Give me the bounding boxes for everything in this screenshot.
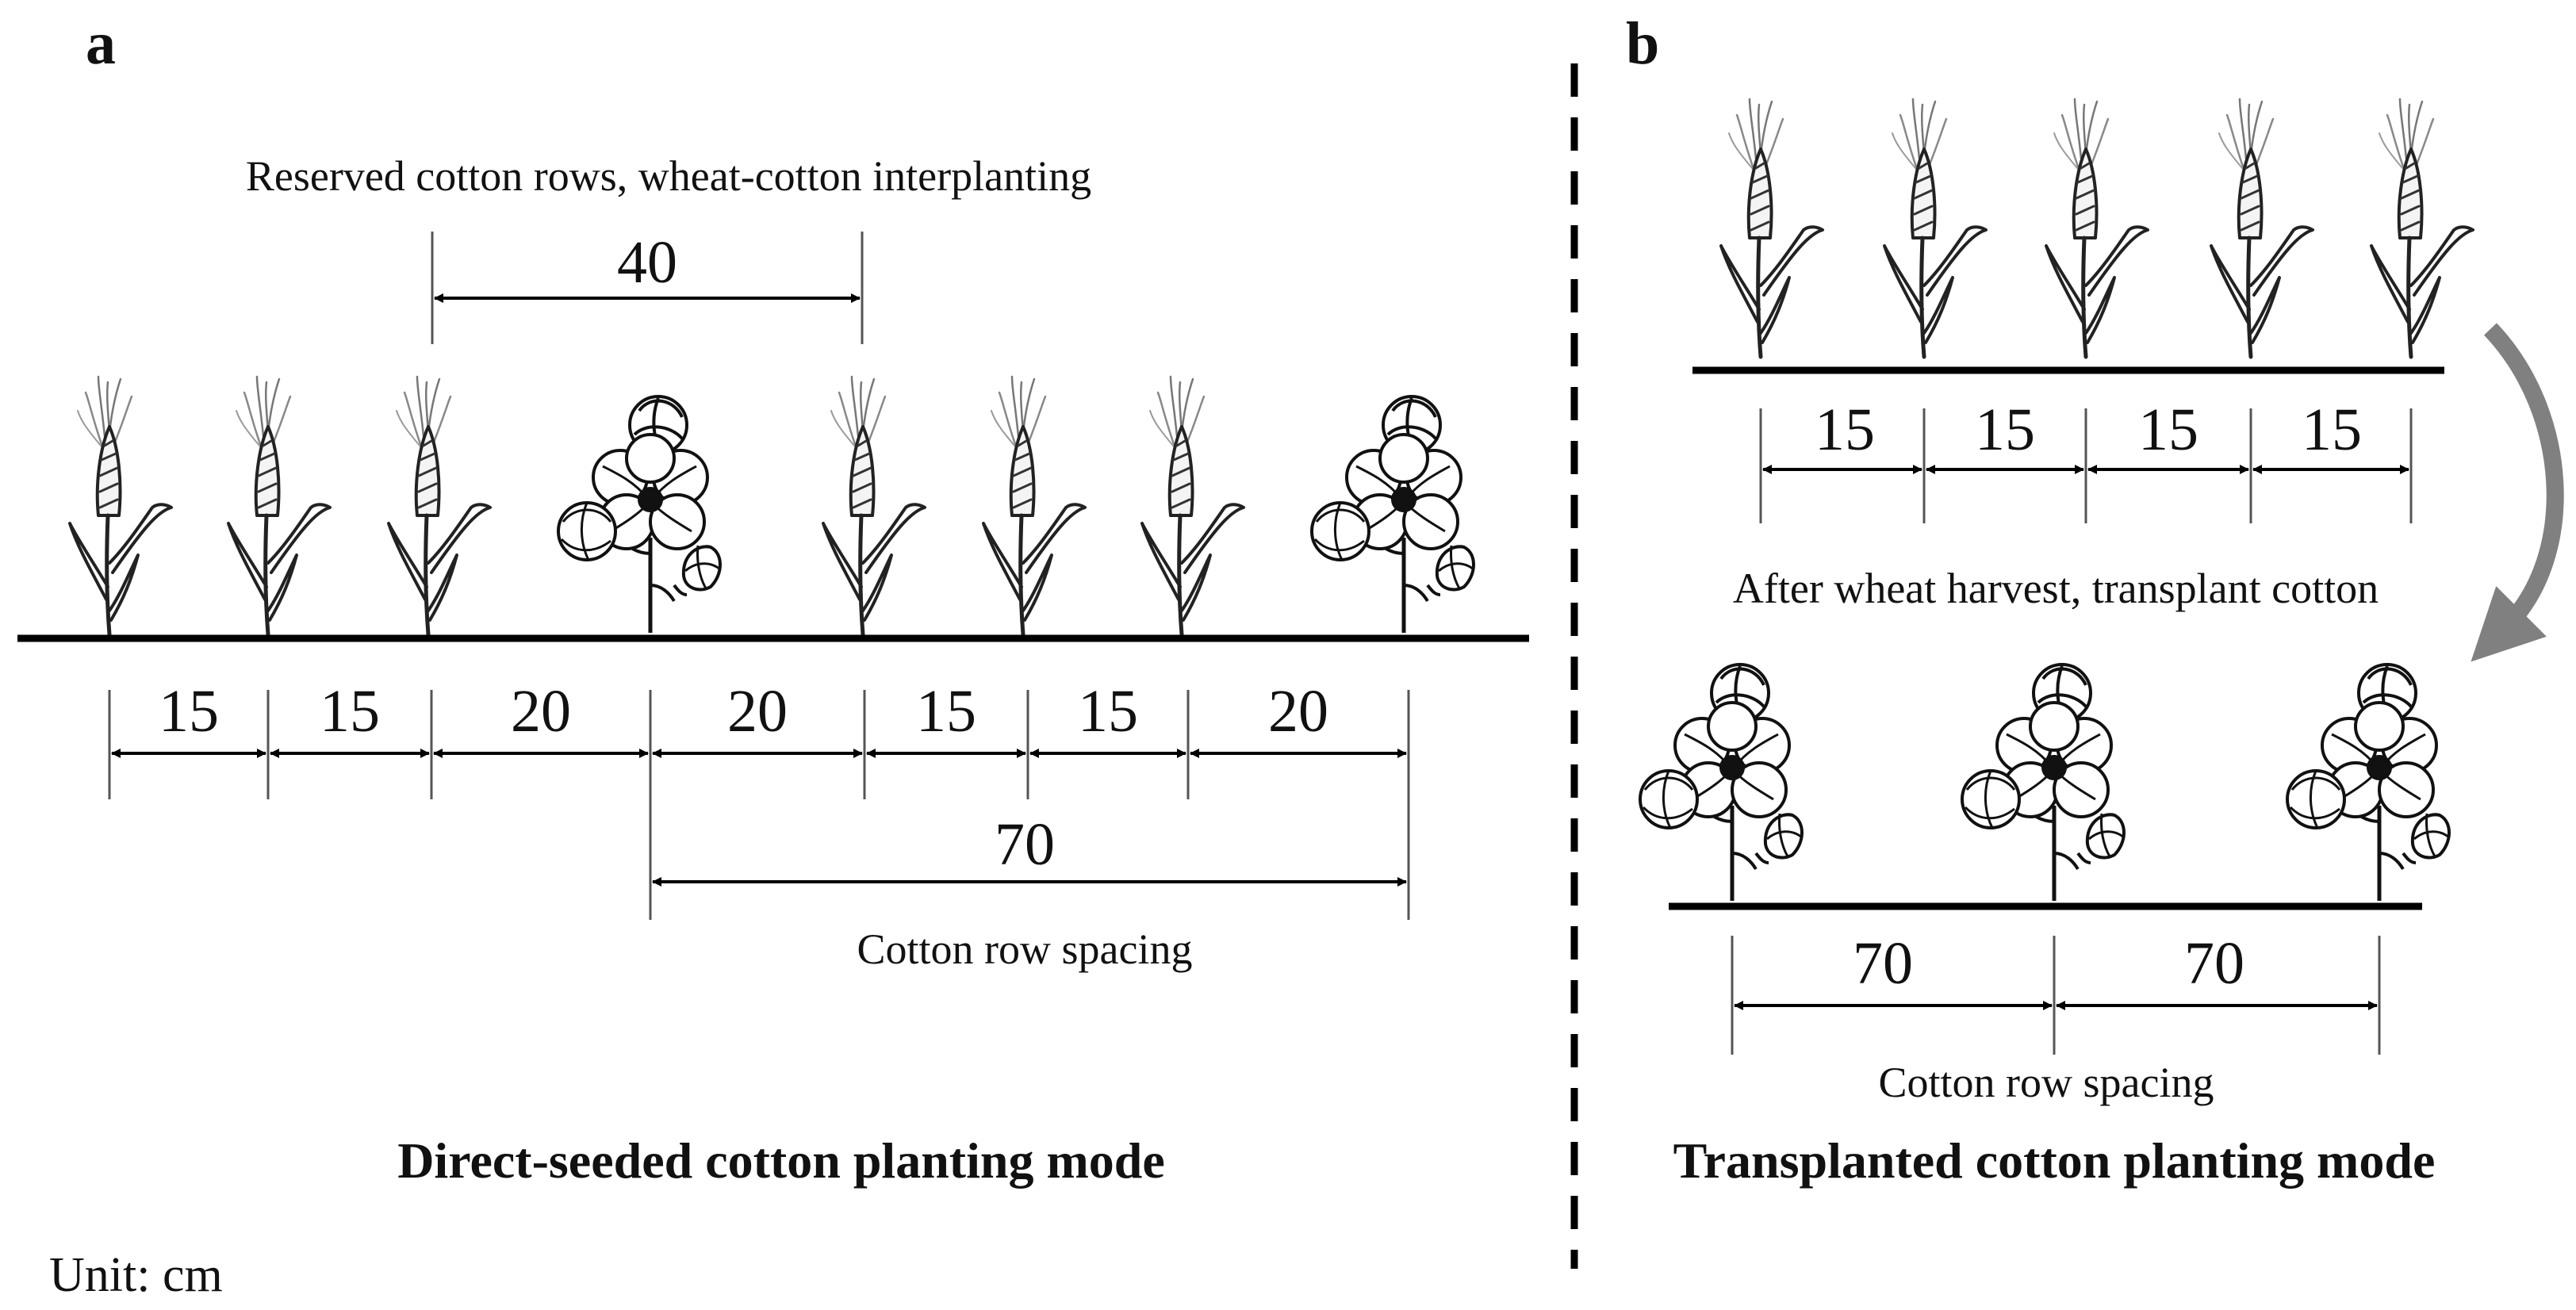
panel-a-letter: a [86, 10, 116, 77]
wheat-plant [2046, 99, 2148, 357]
spacing-label: 15 [1815, 396, 1875, 463]
spacing-label: 20 [1268, 678, 1328, 745]
panel-a-title: Direct-seeded cotton planting mode [397, 1132, 1165, 1189]
unit-label: Unit: cm [49, 1248, 223, 1302]
wheat-plant [228, 377, 330, 634]
cotton-plant [2287, 665, 2449, 901]
spacing-label: 70 [2184, 930, 2244, 997]
panel-a-caption: Reserved cotton rows, wheat-cotton inter… [246, 152, 1091, 200]
wheat-plant [70, 377, 171, 634]
spacing-label: 15 [320, 678, 380, 745]
panel-a-plant-row [70, 377, 1474, 634]
wheat-plant [2371, 99, 2473, 357]
wheat-plant [389, 377, 490, 634]
wheat-plant [2211, 99, 2313, 357]
cotton-row-spacing-value: 70 [995, 811, 1055, 878]
spacing-label: 15 [1078, 678, 1138, 745]
spacing-label: 15 [916, 678, 976, 745]
spacing-label: 15 [1975, 396, 2035, 463]
cotton-plant [1312, 396, 1474, 633]
panel-a-spacing-row: 15 15 20 20 15 15 20 [108, 678, 1410, 920]
cotton-plant [1962, 665, 2124, 901]
spacing-label: 15 [159, 678, 219, 745]
panel-b-cotton-row [1640, 665, 2449, 901]
panel-b-cotton-spacing-row: 70 70 [1731, 930, 2381, 1055]
cotton-row-spacing-caption: Cotton row spacing [857, 925, 1193, 973]
transition-caption: After wheat harvest, transplant cotton [1733, 565, 2379, 612]
panel-b-wheat-row [1721, 99, 2473, 357]
spacing-label: 15 [2302, 396, 2362, 463]
wheat-plant [983, 377, 1085, 634]
transition-arrow [2471, 323, 2564, 662]
wheat-plant [1884, 99, 1986, 357]
spacing-label: 20 [511, 678, 571, 745]
cotton-plant [1640, 665, 1802, 901]
spacing-label: 70 [1853, 930, 1913, 997]
panel-b-wheat-spacing-row: 15 15 15 15 [1759, 396, 2413, 523]
wheat-plant [823, 377, 925, 634]
spacing-label: 20 [727, 678, 788, 745]
cotton-plant [558, 396, 720, 633]
panel-b-letter: b [1626, 10, 1659, 77]
wheat-plant [1721, 99, 1823, 357]
wheat-plant [1142, 377, 1244, 634]
panel-b-cotton-row-spacing-caption: Cotton row spacing [1879, 1059, 2214, 1106]
panel-a: a Reserved cotton rows, wheat-cotton int… [17, 10, 1529, 1189]
panel-b: b 15 15 15 15 After wheat harv [1626, 10, 2564, 1189]
panel-b-title: Transplanted cotton planting mode [1673, 1132, 2436, 1189]
top-span-label: 40 [617, 229, 677, 296]
spacing-label: 15 [2138, 396, 2198, 463]
